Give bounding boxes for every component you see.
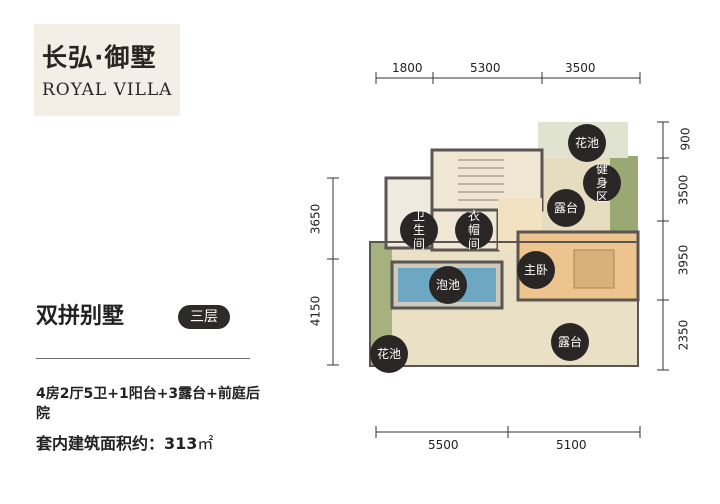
room-label-cloakroom: 衣帽间	[455, 209, 493, 251]
area-unit: ㎡	[197, 434, 214, 453]
dimension-lines	[327, 72, 669, 438]
room-label-master-bedroom: 主卧	[517, 251, 555, 289]
outer-wall	[369, 241, 639, 367]
villa-type-title: 双拼别墅	[36, 304, 125, 329]
dim-top-3: 3500	[565, 61, 596, 75]
room-label-fitness: 健身区	[583, 162, 621, 204]
dim-top-2: 5300	[470, 61, 501, 75]
dim-right-3: 3950	[676, 244, 691, 276]
room-label-pool: 泡池	[429, 266, 467, 304]
floor-badge: 三层	[178, 305, 230, 329]
logo-chinese-text: 长弘·御墅	[42, 43, 157, 72]
dim-right-4: 2350	[676, 319, 691, 351]
dim-top-1: 1800	[392, 61, 423, 75]
area-value: 313	[164, 434, 198, 453]
room-label-bathroom: 卫生间	[400, 209, 438, 251]
room-configuration: 4房2厅5卫+1阳台+3露台+前庭后院	[36, 386, 260, 422]
dim-bottom-2: 5100	[556, 438, 587, 452]
brand-logo: 长弘·御墅 ROYAL VILLA	[34, 24, 180, 116]
room-label-terrace-bottom: 露台	[551, 323, 589, 361]
stair-steps	[458, 159, 504, 201]
floor-area: 套内建筑面积约：313㎡	[36, 430, 213, 454]
dim-right-1: 900	[678, 127, 693, 151]
dim-bottom-1: 5500	[428, 438, 459, 452]
room-label-terrace-top: 露台	[547, 189, 585, 227]
bed	[573, 249, 615, 289]
logo-english-text: ROYAL VILLA	[42, 80, 173, 100]
room-label-flower-pool-top: 花池	[568, 124, 606, 162]
area-label: 套内建筑面积约：	[36, 434, 165, 453]
dim-left-1: 3650	[308, 203, 323, 235]
divider-line	[36, 358, 250, 359]
room-label-flower-pool-bottom: 花池	[370, 335, 408, 373]
dim-left-2: 4150	[308, 295, 323, 327]
dim-right-2: 3500	[676, 174, 691, 206]
